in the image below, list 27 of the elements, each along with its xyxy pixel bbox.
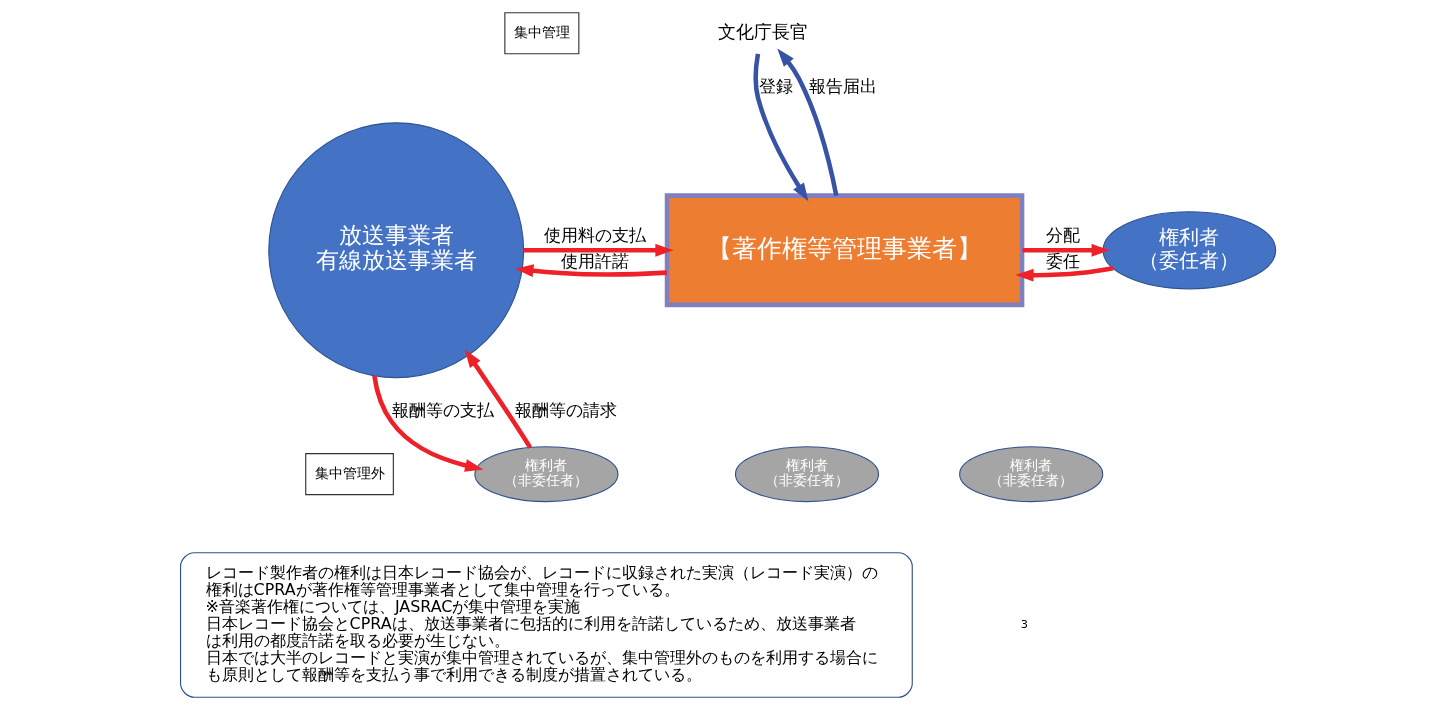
node-ellipse: 権利者 （非委任者） — [958, 446, 1103, 503]
node-box: 【著作権等管理事業者】 — [664, 193, 1024, 308]
node-box: 集中管理外 — [304, 453, 394, 496]
arrow — [752, 53, 808, 202]
edge-label: 分配 — [1045, 225, 1080, 246]
arrow — [1022, 243, 1110, 257]
node-ellipse: 権利者 （非委任者） — [734, 446, 879, 503]
arrow — [514, 264, 667, 278]
arrow — [371, 375, 483, 472]
arrow — [464, 349, 532, 449]
arrow — [776, 48, 839, 196]
node-text: 文化庁長官 — [717, 20, 808, 42]
edge-label: 委任 — [1045, 251, 1080, 272]
arrow — [523, 243, 674, 257]
edge-label: 登録 — [758, 76, 793, 97]
edge-label: 報酬等の請求 — [514, 400, 617, 421]
node-box: レコード製作者の権利は日本レコード協会が、レコードに収録された実演（レコード実演）の権利はCPRAが著作権等管理事業者として集中管理を行っている。 ※音楽著作権については、JASRACが集中管理を実施 日本レコード協会とCPRAは、放送事業者に包括的に利用を許諾しているため、放送事業者は利用の都度許諾を取る必要が生じない。 日本では大半のレコードと実演が集中管理されているが、集中管理外のものを利用する場合にも原則として報酬等を支払う事で利用できる制度が措置されている。 — [179, 552, 913, 698]
node-ellipse: 権利者 （非委任者） — [473, 446, 619, 503]
edge-label: 報酬等の支払 — [391, 400, 494, 421]
arrow — [1014, 266, 1113, 282]
label: 3 — [1020, 616, 1028, 631]
edge-label: 使用料の支払 — [543, 225, 646, 246]
node-ellipse: 権利者 （委任者） — [1102, 211, 1276, 290]
edge-label: 使用許諾 — [560, 251, 629, 272]
node-box: 集中管理 — [503, 12, 579, 55]
edge-label: 報告届出 — [808, 76, 877, 97]
node-circle: 放送事業者 有線放送事業者 — [267, 122, 524, 379]
